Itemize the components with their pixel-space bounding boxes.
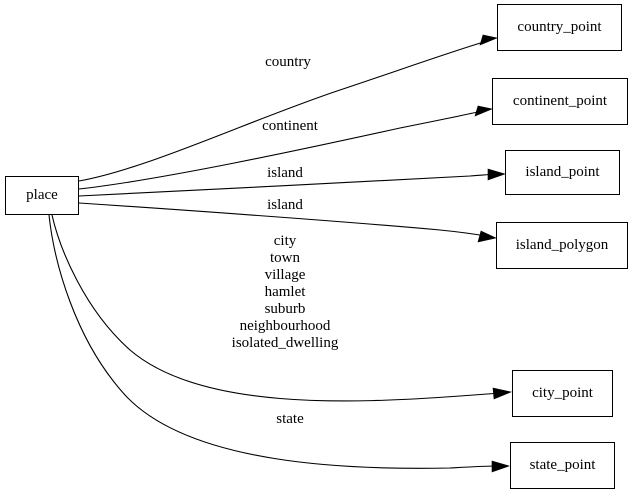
edge-label-continent: continent [262, 118, 318, 134]
node-city_point[interactable]: city_point [512, 370, 613, 417]
arrow-head-island-point [487, 168, 506, 181]
node-place[interactable]: place [5, 176, 79, 215]
node-island_polygon[interactable]: island_polygon [496, 222, 628, 269]
node-city_point-label: city_point [532, 385, 593, 401]
edge-path-continent [78, 110, 483, 190]
edge-label-island-point: island [267, 165, 303, 181]
node-island_point-label: island_point [525, 164, 600, 180]
edge-place-to-city_point [51, 214, 512, 402]
edge-label-state: state [276, 411, 304, 427]
node-country_point[interactable]: country_point [497, 4, 622, 51]
node-place-label: place [26, 187, 58, 203]
node-country_point-label: country_point [517, 19, 602, 35]
edge-place-to-island_point [78, 168, 506, 197]
node-state_point-label: state_point [529, 457, 596, 473]
arrow-head-city [492, 387, 512, 400]
edge-path-city [51, 214, 502, 402]
edge-path-island-polygon [78, 202, 487, 237]
node-island_point[interactable]: island_point [505, 150, 620, 195]
edge-place-to-state_point [48, 214, 510, 473]
node-state_point[interactable]: state_point [510, 442, 615, 489]
arrow-head-country [479, 34, 499, 46]
edge-place-to-country_point [78, 34, 499, 182]
edge-label-city-group: city town village hamlet suburb neighbou… [231, 233, 339, 351]
arrow-head-state [491, 460, 510, 473]
edge-path-state [48, 214, 500, 469]
node-island_polygon-label: island_polygon [515, 237, 609, 253]
edge-place-to-continent_point [78, 105, 494, 190]
edge-place-to-island_polygon [78, 202, 497, 243]
arrow-head-island-polygon [477, 230, 497, 243]
edge-label-island-polygon: island [267, 197, 303, 213]
node-continent_point[interactable]: continent_point [492, 78, 628, 125]
edge-path-island-point [78, 173, 496, 197]
edge-path-country [78, 40, 488, 182]
node-continent_point-label: continent_point [512, 93, 608, 109]
edge-label-country: country [265, 54, 311, 70]
arrow-head-continent [474, 105, 494, 117]
